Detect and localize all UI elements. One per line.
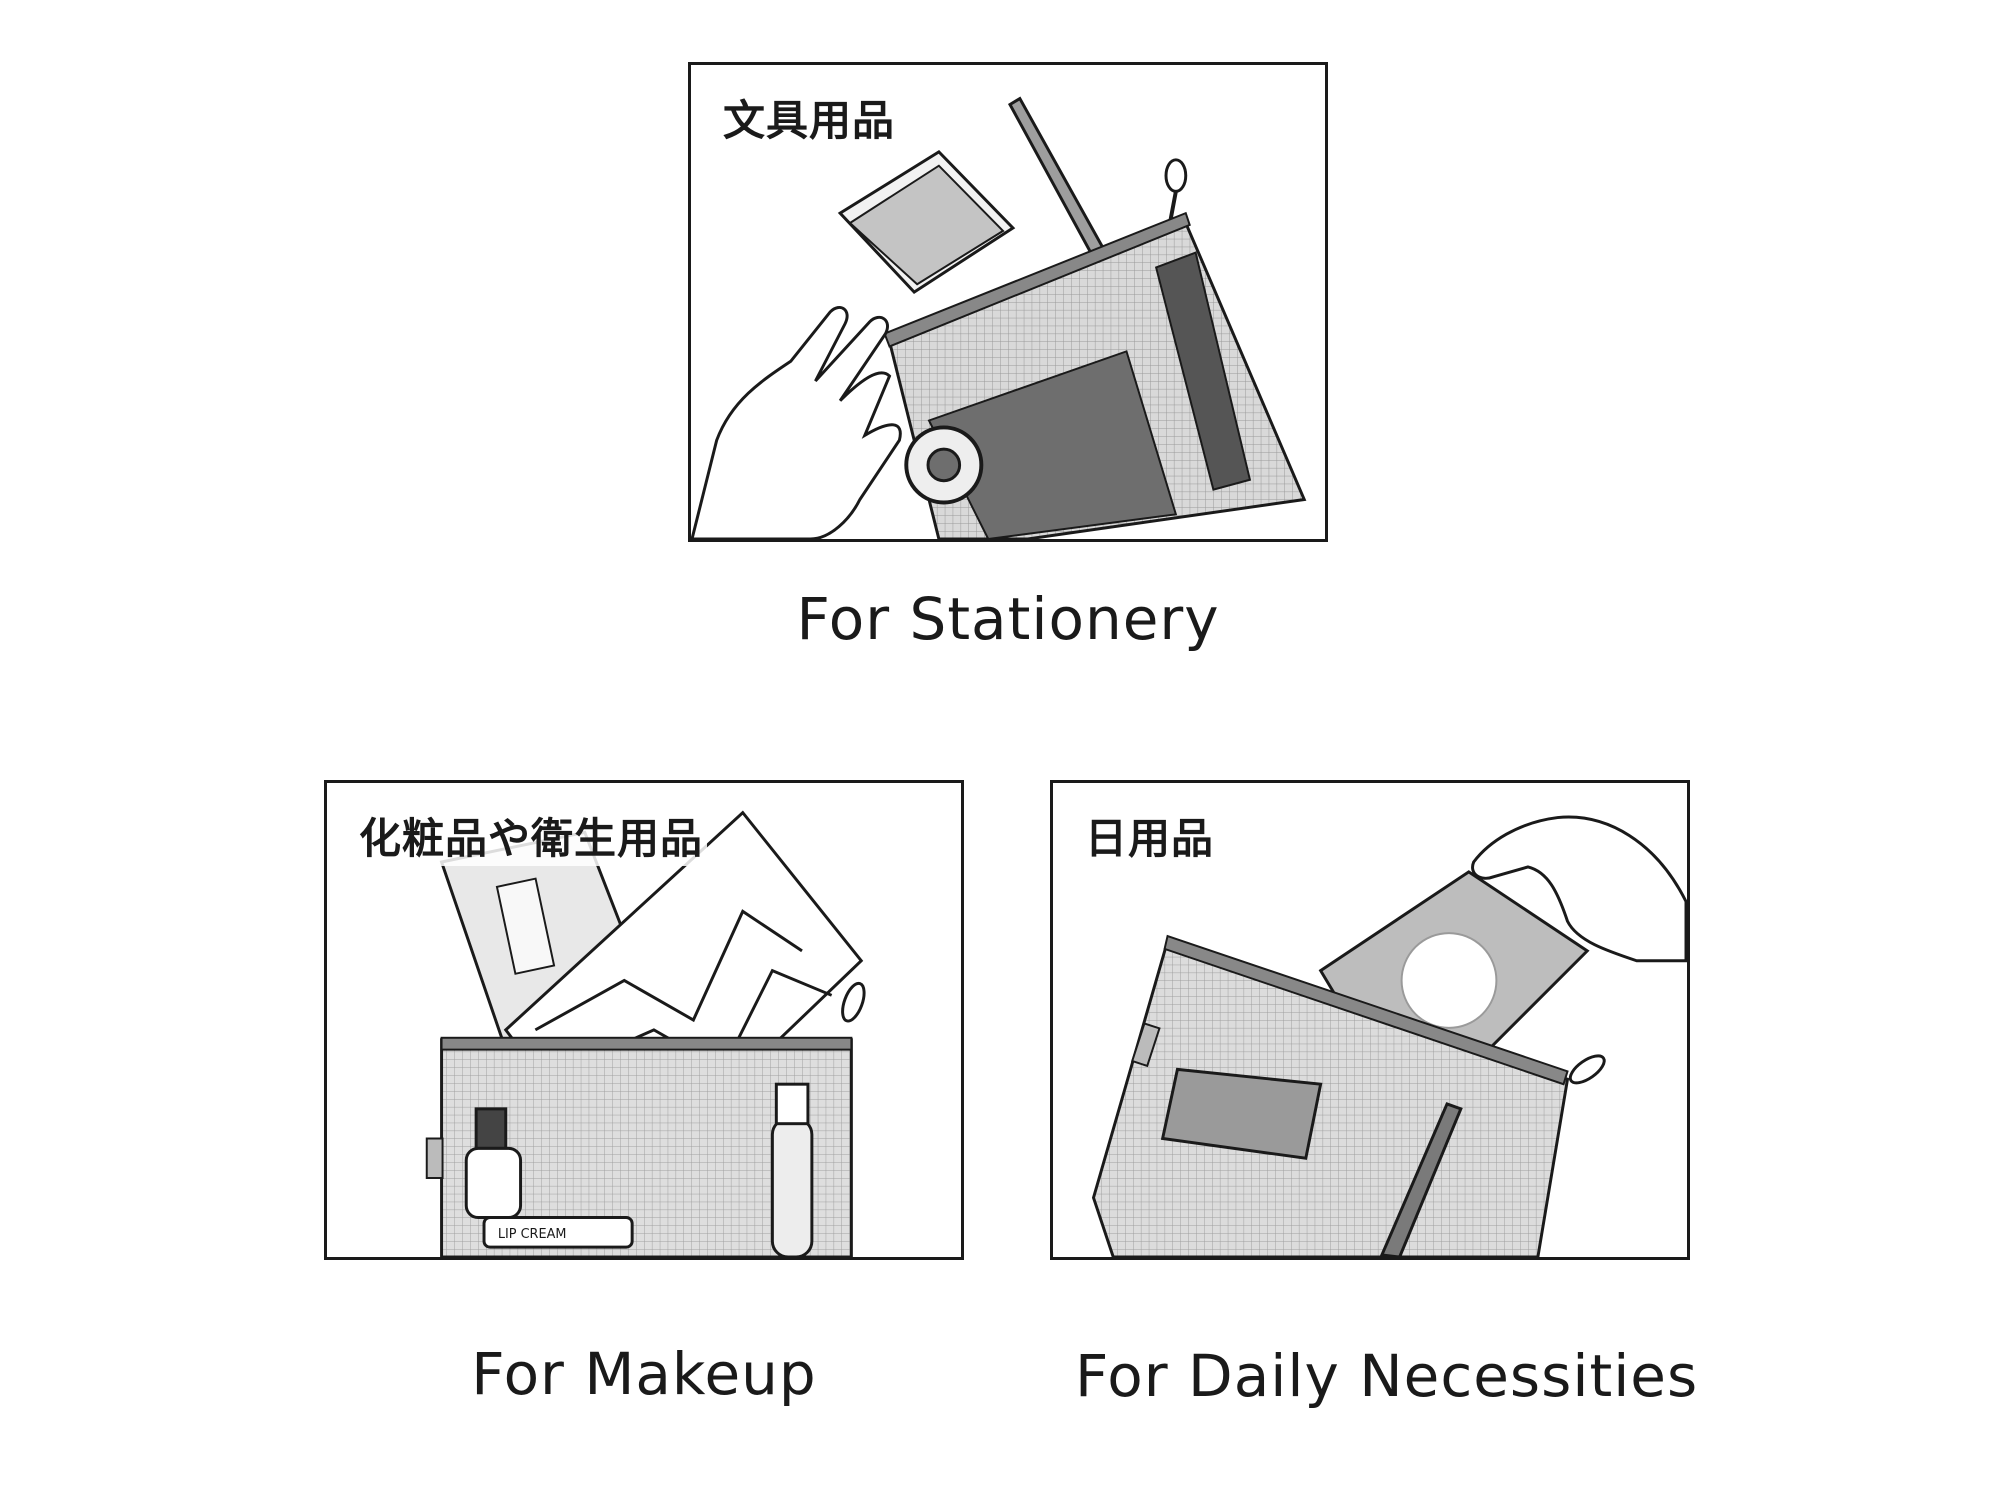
daily-necessities-illustration [1091, 815, 1687, 1257]
caption-daily-necessities: For Daily Necessities [1075, 1342, 1699, 1410]
eye-drops-icon [464, 1107, 523, 1219]
stationery-illustration [691, 96, 1307, 539]
hand-icon [1471, 815, 1687, 963]
makeup-illustration: LIP CREAM [425, 810, 866, 1257]
zipper-pull-icon [1164, 158, 1188, 224]
spray-bottle-icon [770, 1082, 814, 1257]
notepad-icon [837, 150, 1016, 295]
caption-stationery: For Stationery [796, 585, 1220, 653]
caption-makeup: For Makeup [471, 1340, 817, 1408]
panel-label-makeup: 化粧品や衛生用品 [355, 805, 708, 866]
lip-cream-icon: LIP CREAM [482, 1216, 634, 1249]
lip-cream-text: LIP CREAM [498, 1227, 567, 1242]
daily-necessities-illustration-panel: 日用品 [1050, 780, 1690, 1260]
makeup-illustration-panel: LIP CREAM 化粧品や衛生用品 [324, 780, 964, 1260]
tape-roll-icon [904, 425, 984, 505]
stationery-illustration-panel: 文具用品 [688, 62, 1328, 542]
hand-icon [691, 306, 902, 539]
mesh-pouch-icon [883, 211, 1307, 539]
mesh-pouch-icon [1091, 934, 1570, 1257]
zipper-pull-icon [841, 981, 866, 1023]
pen-icon [1379, 1102, 1463, 1257]
panel-label-daily: 日用品 [1081, 805, 1219, 866]
panel-label-stationery: 文具用品 [719, 87, 900, 148]
card-icon [1160, 1067, 1323, 1160]
zipper-pull-icon [1568, 1054, 1606, 1085]
